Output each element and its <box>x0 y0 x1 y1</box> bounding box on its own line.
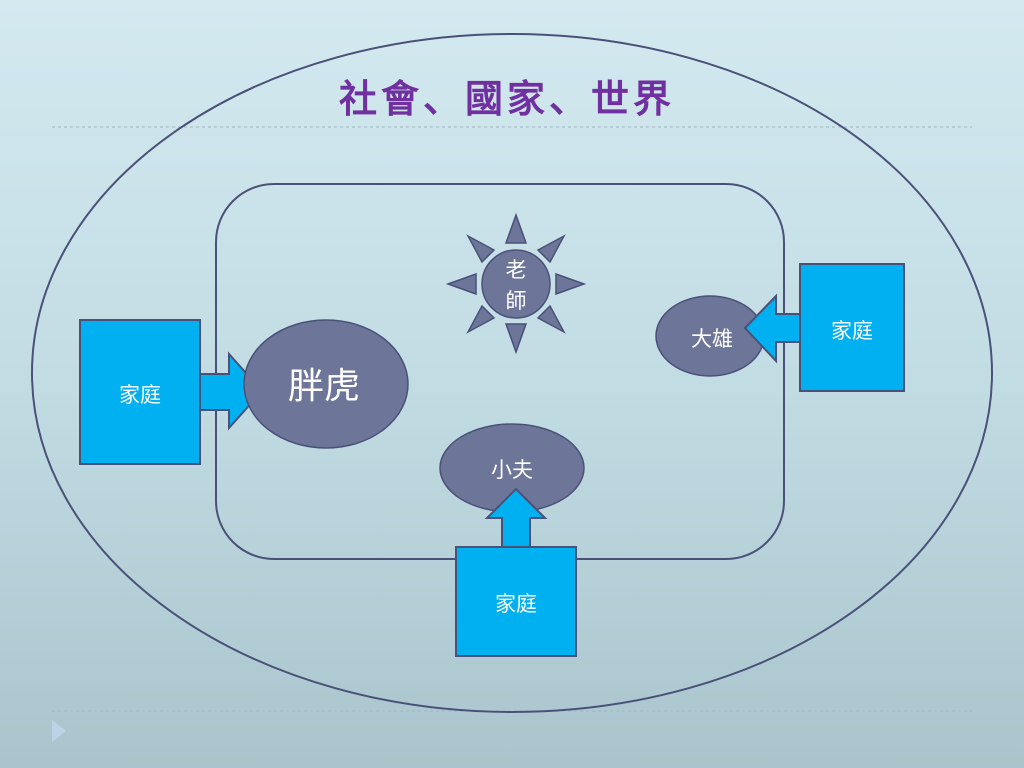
family-label-right: 家庭 <box>831 319 873 343</box>
teacher-label-line2: 師 <box>506 289 527 313</box>
family-box-left <box>79 319 201 465</box>
teacher-sun: 老 師 <box>445 212 587 355</box>
family-box-bottom <box>455 546 577 657</box>
teacher-label-line1: 老 <box>506 258 527 282</box>
family-label-bottom: 家庭 <box>495 592 537 616</box>
teacher-node <box>481 249 551 319</box>
xiaofu-label: 小夫 <box>491 458 533 482</box>
daxiong-label: 大雄 <box>691 327 733 351</box>
bullet-marker-icon <box>52 720 66 742</box>
arrow-bottom-to-xiaofu <box>484 487 548 548</box>
family-label-left: 家庭 <box>119 383 161 407</box>
family-box-right <box>799 263 905 392</box>
arrow-left-to-pangu <box>199 351 264 431</box>
pangu-label: 胖虎 <box>288 366 360 407</box>
slide-title: 社會、國家、世界 <box>339 76 675 121</box>
arrow-right-to-daxiong <box>743 293 801 364</box>
sun-rays <box>445 212 587 355</box>
pangu-node <box>243 319 409 449</box>
society-ellipse <box>31 33 993 713</box>
